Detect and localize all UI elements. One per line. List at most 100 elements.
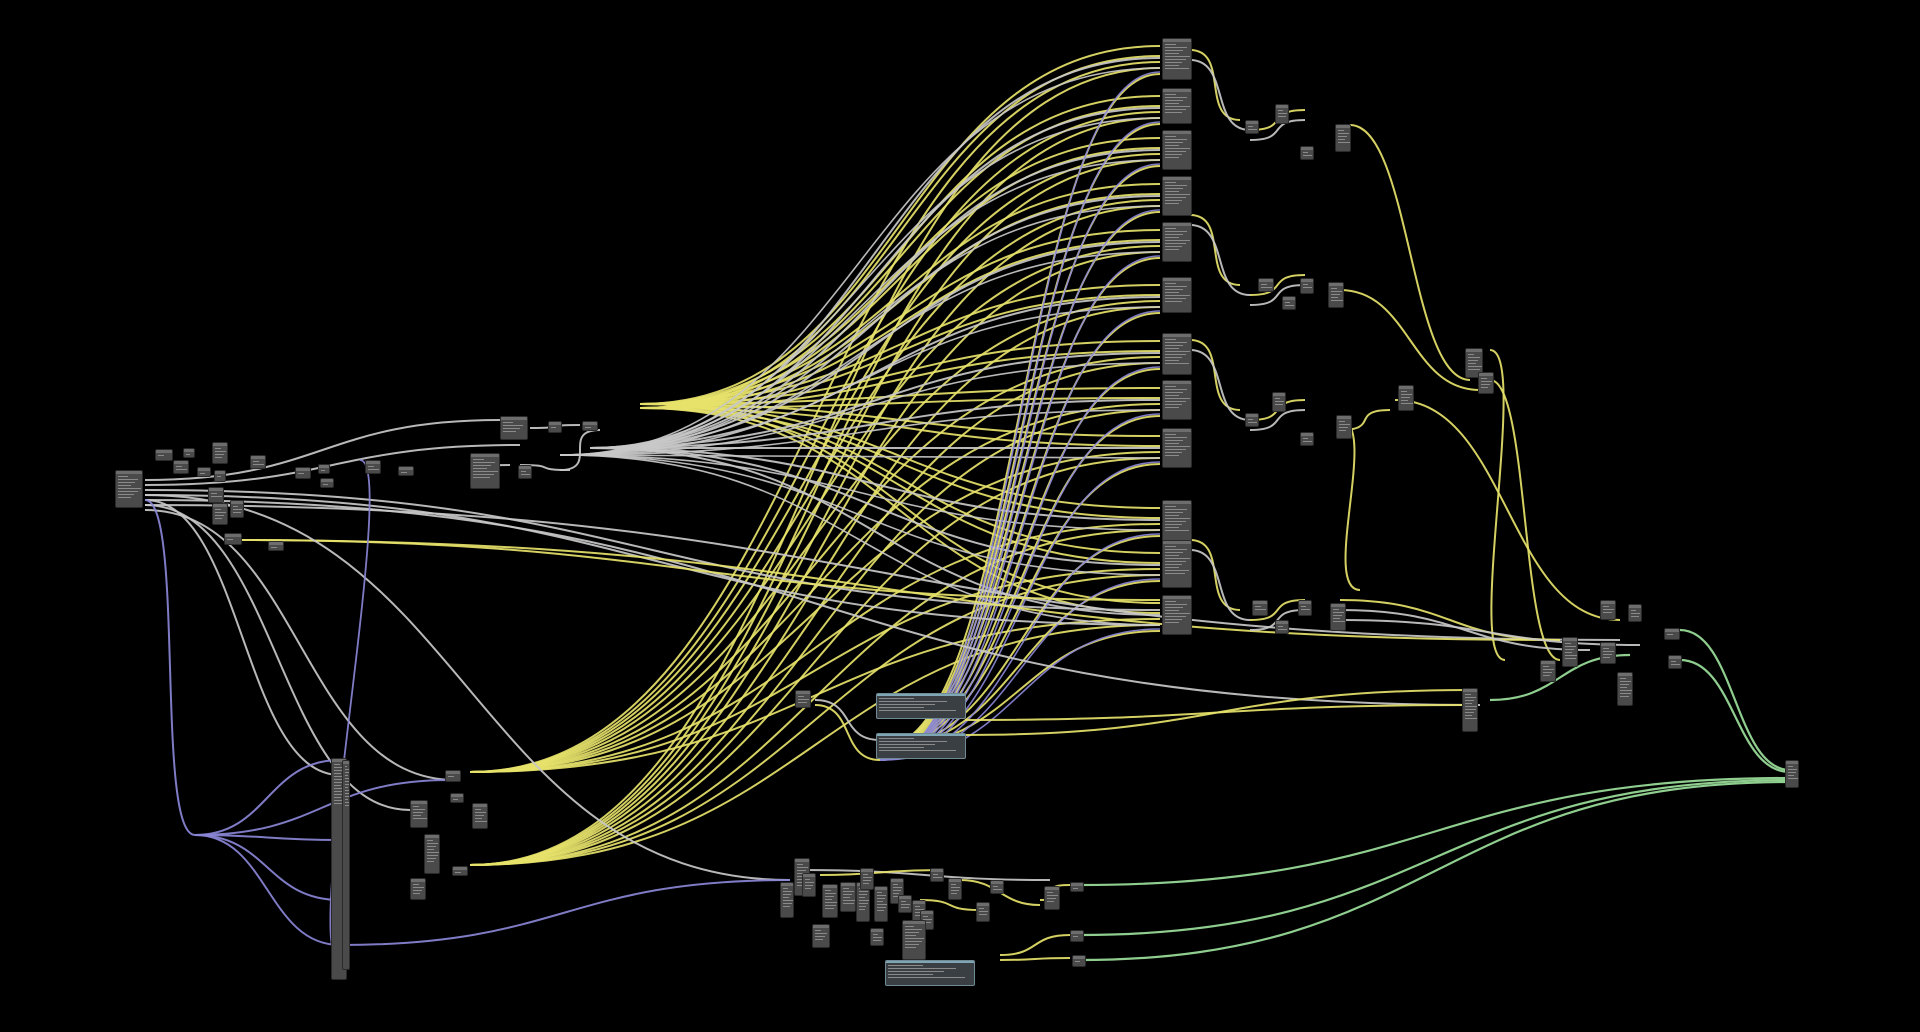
- node-header[interactable]: [1541, 661, 1555, 664]
- node-header[interactable]: [1629, 605, 1641, 608]
- node-header[interactable]: [1273, 393, 1285, 396]
- node-header[interactable]: [446, 771, 460, 774]
- node-header[interactable]: [1259, 279, 1273, 282]
- graph-node[interactable]: [445, 770, 461, 782]
- node-link[interactable]: [469, 111, 1161, 773]
- graph-node[interactable]: [582, 421, 598, 431]
- node-header[interactable]: [213, 504, 227, 507]
- node-link[interactable]: [194, 834, 341, 946]
- graph-node[interactable]: [1562, 637, 1578, 667]
- node-header[interactable]: [1479, 373, 1493, 376]
- node-link[interactable]: [879, 255, 1161, 761]
- node-header[interactable]: [875, 887, 887, 890]
- node-header[interactable]: [156, 450, 172, 453]
- graph-node[interactable]: [470, 453, 500, 489]
- node-header[interactable]: [583, 422, 597, 425]
- node-link[interactable]: [469, 409, 1161, 866]
- node-header[interactable]: [453, 867, 467, 870]
- graph-node[interactable]: [802, 873, 816, 897]
- graph-node[interactable]: [870, 928, 884, 946]
- graph-node[interactable]: [1162, 428, 1192, 468]
- node-link[interactable]: [559, 454, 1161, 531]
- node-link[interactable]: [639, 183, 1161, 405]
- graph-node[interactable]: [365, 460, 381, 474]
- graph-node[interactable]: [1162, 333, 1192, 375]
- node-header[interactable]: [1601, 601, 1615, 604]
- node-link[interactable]: [559, 454, 1161, 459]
- node-link[interactable]: [144, 494, 1161, 626]
- graph-node[interactable]: [1785, 760, 1799, 788]
- node-link[interactable]: [639, 137, 1161, 405]
- node-header[interactable]: [1301, 433, 1313, 436]
- node-link[interactable]: [879, 163, 1161, 761]
- graph-node[interactable]: [1465, 348, 1483, 378]
- node-link[interactable]: [919, 899, 981, 911]
- node-header[interactable]: [1563, 638, 1577, 641]
- node-header[interactable]: [886, 961, 974, 963]
- graph-node[interactable]: [812, 924, 830, 948]
- graph-node[interactable]: [548, 421, 562, 433]
- node-link[interactable]: [1249, 119, 1306, 141]
- node-link[interactable]: [1394, 399, 1621, 621]
- graph-node[interactable]: [518, 465, 532, 479]
- node-link[interactable]: [559, 117, 1161, 456]
- graph-node[interactable]: [1070, 930, 1084, 942]
- node-header[interactable]: [411, 879, 425, 882]
- graph-node[interactable]: [410, 878, 426, 900]
- node-header[interactable]: [1601, 643, 1615, 646]
- node-header[interactable]: [861, 869, 873, 872]
- node-header[interactable]: [1618, 673, 1632, 676]
- node-header[interactable]: [215, 471, 225, 474]
- graph-node[interactable]: [1282, 296, 1296, 310]
- node-link[interactable]: [1249, 599, 1306, 621]
- graph-node[interactable]: [1258, 278, 1274, 292]
- node-header[interactable]: [1253, 601, 1267, 604]
- graph-node[interactable]: [424, 834, 440, 874]
- graph-node[interactable]: [155, 449, 173, 461]
- graph-node[interactable]: [268, 541, 284, 551]
- node-header[interactable]: [1163, 39, 1191, 42]
- node-link[interactable]: [639, 294, 1161, 409]
- node-header[interactable]: [425, 835, 439, 838]
- node-link[interactable]: [469, 153, 1161, 773]
- node-link[interactable]: [1189, 224, 1251, 296]
- node-link[interactable]: [589, 296, 1161, 449]
- node-link[interactable]: [1489, 379, 1561, 661]
- node-header[interactable]: [1276, 621, 1288, 624]
- node-header[interactable]: [501, 417, 527, 420]
- node-link[interactable]: [639, 397, 1161, 409]
- graph-node[interactable]: [208, 487, 224, 503]
- node-link[interactable]: [469, 356, 1161, 773]
- graph-node[interactable]: [1300, 432, 1314, 446]
- graph-node[interactable]: [450, 793, 464, 803]
- node-header[interactable]: [1163, 381, 1191, 384]
- node-header[interactable]: [949, 879, 961, 882]
- graph-node[interactable]: [1162, 540, 1192, 588]
- node-link[interactable]: [1489, 349, 1506, 661]
- graph-node[interactable]: [822, 884, 838, 918]
- node-link[interactable]: [1339, 619, 1641, 646]
- node-header[interactable]: [1163, 131, 1191, 134]
- node-link[interactable]: [559, 454, 1161, 626]
- node-link[interactable]: [144, 504, 1621, 641]
- graph-node[interactable]: [898, 895, 912, 913]
- node-link[interactable]: [1249, 274, 1306, 296]
- graph-node[interactable]: [876, 693, 966, 719]
- graph-node[interactable]: [902, 920, 926, 960]
- node-header[interactable]: [931, 869, 943, 872]
- node-header[interactable]: [871, 929, 883, 932]
- node-link[interactable]: [469, 451, 1161, 773]
- node-link[interactable]: [469, 67, 1161, 866]
- graph-node[interactable]: [1328, 282, 1344, 308]
- node-header[interactable]: [841, 883, 855, 886]
- node-header[interactable]: [296, 468, 310, 471]
- graph-node[interactable]: [1275, 620, 1289, 634]
- node-link[interactable]: [469, 624, 1161, 866]
- graph-node[interactable]: [1252, 600, 1268, 616]
- graph-node[interactable]: [183, 448, 195, 458]
- node-header[interactable]: [451, 794, 463, 797]
- node-header[interactable]: [1045, 887, 1059, 890]
- node-header[interactable]: [1071, 883, 1083, 886]
- graph-node[interactable]: [885, 960, 975, 986]
- graph-node[interactable]: [1298, 600, 1312, 616]
